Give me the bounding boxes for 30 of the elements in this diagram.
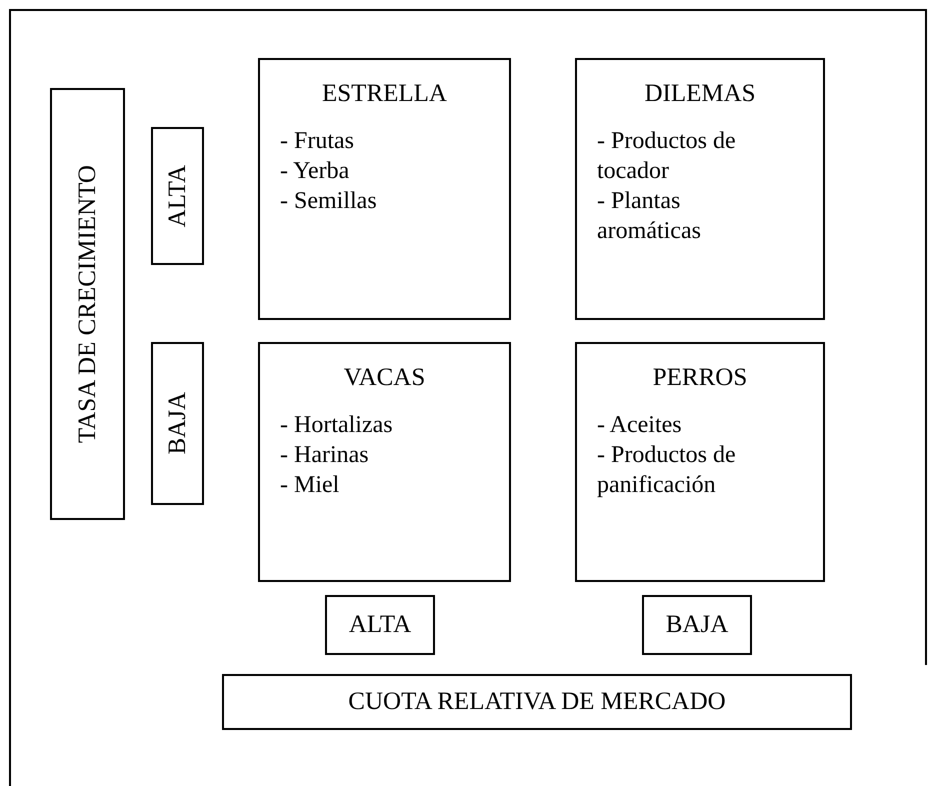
list-item: - Productos de tocador xyxy=(597,127,737,186)
axis-label-box xyxy=(151,127,204,265)
axis-label: TASA DE CRECIMIENTO xyxy=(74,164,102,444)
axis-label-box xyxy=(642,595,752,655)
list-item: - Aceites xyxy=(597,411,683,440)
list-item: - Plantas aromáticas xyxy=(597,187,702,246)
list-item: - Frutas xyxy=(280,127,355,156)
quadrant-title: PERROS xyxy=(652,364,748,392)
list-item: - Harinas xyxy=(280,441,370,470)
axis-label: ALTA xyxy=(348,611,412,639)
list-item: - Semillas xyxy=(280,187,378,216)
quadrant-box xyxy=(575,58,825,320)
list-item: - Miel xyxy=(280,471,340,500)
quadrant-title: VACAS xyxy=(342,364,426,392)
quadrant-box xyxy=(258,342,511,582)
quadrant-title: ESTRELLA xyxy=(321,80,448,108)
quadrant-title: DILEMAS xyxy=(643,80,757,108)
axis-label-box xyxy=(222,674,852,730)
axis-label: CUOTA RELATIVA DE MERCADO xyxy=(348,688,726,716)
axis-label-box xyxy=(50,88,125,520)
quadrant-box xyxy=(258,58,511,320)
list-item: - Hortalizas xyxy=(280,411,394,440)
axis-label: BAJA xyxy=(666,611,728,639)
axis-label-box xyxy=(151,342,204,505)
axis-label: BAJA xyxy=(164,392,192,455)
axis-label: ALTA xyxy=(164,164,192,228)
list-item: - Yerba xyxy=(280,157,350,186)
axis-label-box xyxy=(325,595,435,655)
quadrant-box xyxy=(575,342,825,582)
list-item: - Productos de panificación xyxy=(597,441,737,500)
